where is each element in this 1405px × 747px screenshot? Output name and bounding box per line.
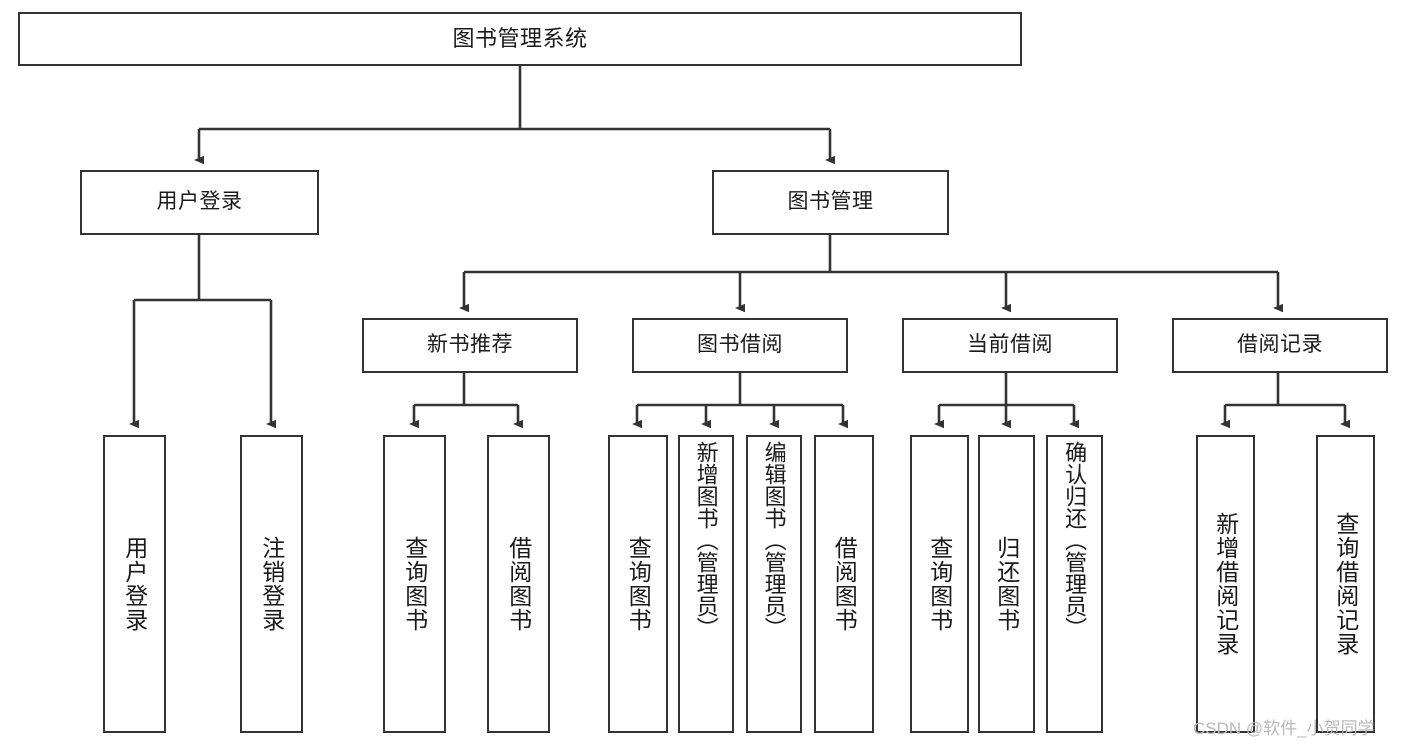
node-leaf-query-record-label: 查询借阅记录 [1332,512,1359,656]
node-leaf-add-book-label: 新增图书（管理员） [693,441,719,639]
node-root[interactable]: 图书管理系统 [18,12,1022,66]
node-leaf-user-login[interactable]: 用户登录 [103,435,166,733]
node-leaf-logout-label: 注销登录 [258,536,285,632]
node-book-borrow-label: 图书借阅 [697,333,783,357]
node-current-borrow-label: 当前借阅 [967,333,1053,357]
node-current-borrow[interactable]: 当前借阅 [902,318,1118,373]
node-leaf-add-book[interactable]: 新增图书（管理员） [678,435,734,733]
node-leaf-borrow-book-1-label: 借阅图书 [505,536,532,632]
node-leaf-confirm-return[interactable]: 确认归还（管理员） [1046,435,1103,733]
node-leaf-edit-book-label: 编辑图书（管理员） [761,441,787,639]
node-leaf-query-book-3-label: 查询图书 [926,536,953,632]
node-new-book-recommend-label: 新书推荐 [427,333,513,357]
node-book-manage-label: 图书管理 [787,190,874,214]
node-leaf-query-record[interactable]: 查询借阅记录 [1316,435,1375,733]
node-book-manage[interactable]: 图书管理 [712,170,949,235]
node-leaf-borrow-book-1[interactable]: 借阅图书 [487,435,550,733]
node-leaf-edit-book[interactable]: 编辑图书（管理员） [746,435,802,733]
node-borrow-record[interactable]: 借阅记录 [1172,318,1388,373]
watermark-text: CSDN @软件_小贺同学 [1193,719,1375,738]
node-leaf-logout[interactable]: 注销登录 [240,435,303,733]
node-new-book-recommend[interactable]: 新书推荐 [362,318,578,373]
node-leaf-query-book-1-label: 查询图书 [401,536,428,632]
node-leaf-return-book-label: 归还图书 [993,536,1020,632]
node-leaf-borrow-book-2-label: 借阅图书 [831,536,858,632]
node-root-label: 图书管理系统 [452,26,588,52]
node-user-login[interactable]: 用户登录 [80,170,319,235]
node-leaf-query-book-3[interactable]: 查询图书 [910,435,969,733]
node-leaf-add-record[interactable]: 新增借阅记录 [1196,435,1255,733]
node-user-login-label: 用户登录 [156,190,243,214]
node-leaf-confirm-return-label: 确认归还（管理员） [1062,441,1088,639]
node-leaf-return-book[interactable]: 归还图书 [978,435,1035,733]
node-leaf-query-book-2[interactable]: 查询图书 [608,435,668,733]
node-leaf-add-record-label: 新增借阅记录 [1212,512,1239,656]
node-leaf-query-book-2-label: 查询图书 [625,536,652,632]
node-book-borrow[interactable]: 图书借阅 [632,318,848,373]
node-leaf-borrow-book-2[interactable]: 借阅图书 [814,435,874,733]
node-leaf-user-login-label: 用户登录 [121,536,148,632]
node-leaf-query-book-1[interactable]: 查询图书 [383,435,446,733]
node-borrow-record-label: 借阅记录 [1237,333,1323,357]
